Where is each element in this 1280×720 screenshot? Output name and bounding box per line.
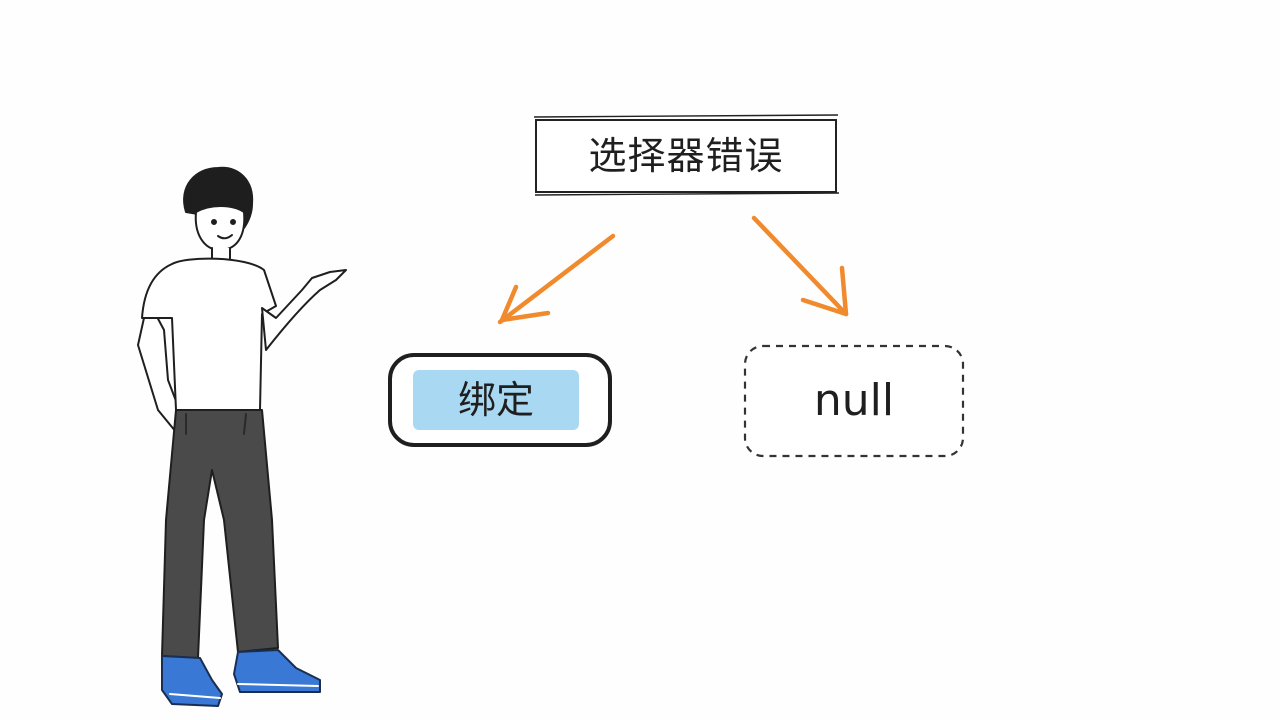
binding-label: 绑定 [457, 378, 534, 422]
title-label: 选择器错误 [588, 134, 784, 178]
person-illustration [137, 166, 347, 707]
null-box [743, 344, 965, 458]
binding-box [388, 353, 612, 447]
arrow-right [751, 215, 849, 317]
arrow-left [497, 233, 616, 325]
null-label: null [813, 375, 895, 426]
title-box [533, 114, 840, 196]
